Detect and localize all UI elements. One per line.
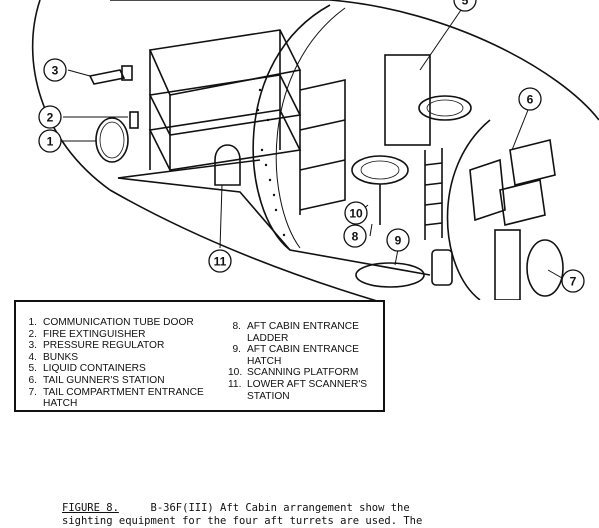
liquid-container-bottle — [431, 249, 453, 286]
legend-item-number: 5. — [28, 363, 38, 375]
figure-label: FIGURE 8. — [62, 502, 119, 514]
legend-item: 6. Tail gunner's station — [24, 375, 224, 387]
legend-item-text: Bunks — [43, 351, 79, 363]
callout-9: 9 — [386, 228, 410, 252]
svg-text:2: 2 — [47, 111, 54, 125]
legend-item-text: Scanning platform — [247, 367, 359, 379]
legend-item-number: 2. — [28, 328, 38, 340]
legend-item: 9. Aft cabin entrance hatch — [228, 344, 378, 367]
legend-item: 4. Bunks — [24, 352, 224, 364]
bunks — [148, 29, 302, 215]
fire-extinguisher — [129, 111, 139, 129]
callout-3: 3 — [43, 58, 67, 82]
legend-item-text: Aft cabin entrance hatch — [247, 344, 359, 367]
scanning-platform — [418, 95, 472, 121]
legend-item: 11. Lower aft scanner's station — [228, 379, 378, 402]
legend-column-right: 8. Aft cabin entrance ladder 9. Aft cabi… — [228, 321, 378, 402]
svg-text:7: 7 — [570, 275, 577, 289]
svg-text:6: 6 — [527, 93, 534, 107]
lower-aft-scanner-seat — [214, 144, 241, 186]
legend-column-left: 1. Communication tube door 2. Fire extin… — [24, 317, 224, 410]
legend-item-text: Fire extinguisher — [43, 328, 146, 340]
svg-text:5: 5 — [462, 0, 469, 8]
callout-6: 6 — [518, 87, 542, 111]
legend-item-number: 8. — [232, 321, 242, 332]
communication-tube-door — [95, 117, 129, 163]
legend-item-number: 11. — [228, 378, 242, 390]
callout-2: 2 — [38, 105, 62, 129]
legend-item-number: 7. — [28, 386, 38, 398]
callout-5: 5 — [453, 0, 477, 12]
legend-item-number: 6. — [28, 374, 38, 386]
legend-item-text: Lower aft scanner's station — [247, 378, 368, 402]
caption-line-1: B-36F(III) Aft Cabin arrangement show th… — [150, 502, 410, 514]
equipment-panel — [384, 54, 431, 146]
svg-text:3: 3 — [52, 64, 59, 78]
legend-item-text: Tail compartment entrance hatch — [43, 386, 204, 410]
bulkhead-texture — [256, 88, 286, 237]
caption-line-2: sighting equipment for the four aft turr… — [62, 515, 423, 527]
svg-text:8: 8 — [352, 230, 359, 244]
legend-item-text: Communication tube door — [43, 317, 194, 328]
legend-item: 8. Aft cabin entrance ladder — [228, 321, 378, 344]
fuselage-upper-outline — [31, 0, 111, 191]
legend-item-text: Pressure regulator — [43, 340, 165, 352]
svg-text:9: 9 — [395, 234, 402, 248]
legend-item-text: Aft cabin entrance ladder — [247, 321, 359, 344]
legend-item-number: 10. — [228, 367, 243, 379]
aft-cabin-entrance-ladder — [424, 148, 443, 240]
callout-markers: 1 2 3 5 6 7 8 9 — [38, 0, 585, 293]
svg-text:10: 10 — [349, 207, 363, 221]
callout-7: 7 — [561, 269, 585, 293]
legend-item-text: Tail gunner's station — [43, 374, 165, 386]
callout-11: 11 — [208, 249, 232, 273]
svg-text:1: 1 — [47, 135, 54, 149]
legend-item: 3. Pressure regulator — [24, 340, 224, 352]
svg-text:11: 11 — [214, 255, 227, 269]
tail-compartment-arch — [446, 119, 491, 300]
legend-item-number: 1. — [28, 317, 38, 328]
bulkhead-arch — [252, 4, 331, 251]
aft-cabin-cutaway-diagram: 1 2 3 5 6 7 8 9 — [31, 0, 599, 300]
fuselage-top-outline — [110, 0, 599, 121]
legend-item: 5. Liquid containers — [24, 363, 224, 375]
fuselage-lower-outline — [109, 189, 377, 300]
figure-caption: FIGURE 8. B-36F(III) Aft Cabin arrangeme… — [62, 502, 422, 528]
callout-8: 8 — [343, 224, 367, 248]
callout-10: 10 — [344, 201, 368, 225]
legend-item-number: 4. — [28, 351, 38, 363]
legend-item-number: 3. — [28, 340, 38, 352]
radar-unit — [494, 229, 521, 300]
tail-compartment-entrance-hatch — [526, 239, 564, 297]
cabin-floor — [117, 177, 431, 276]
legend-item: 1. Communication tube door — [24, 317, 224, 329]
legend-item: 2. Fire extinguisher — [24, 329, 224, 341]
legend-item: 10. Scanning platform — [228, 367, 378, 379]
aft-cabin-entrance-hatch — [355, 262, 425, 288]
liquid-container-racks — [299, 79, 346, 211]
pressure-regulator — [88, 69, 126, 85]
legend-item-number: 9. — [232, 344, 242, 356]
legend-box: 1. Communication tube door 2. Fire extin… — [14, 300, 385, 412]
callout-1: 1 — [38, 129, 62, 153]
legend-item-text: Liquid containers — [43, 363, 146, 375]
legend-item: 7. Tail compartment entrance hatch — [24, 387, 224, 410]
tail-gunners-station — [469, 139, 556, 226]
